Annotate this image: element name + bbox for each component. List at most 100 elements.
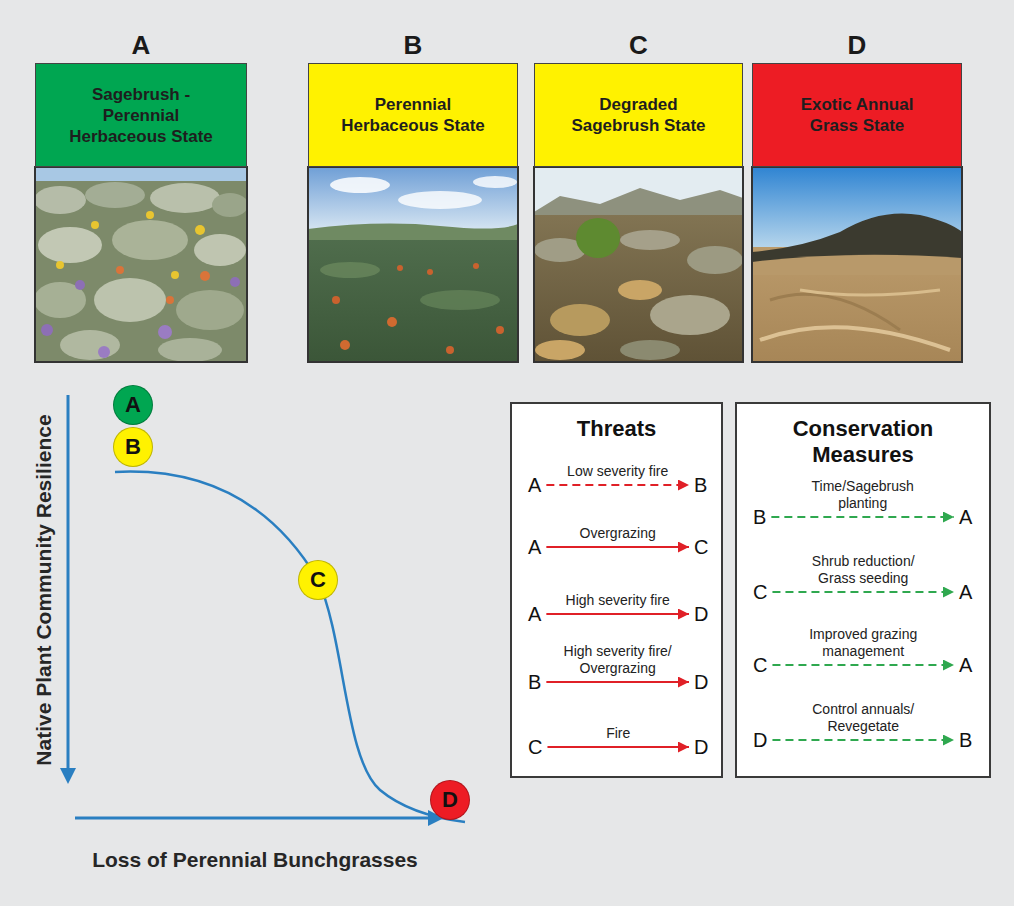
photo-sagebrush-perennial [34, 167, 248, 362]
state-letter: A [959, 653, 972, 677]
photo-perennial-herbaceous-part [397, 265, 403, 271]
photo-sagebrush-perennial-part [230, 277, 240, 287]
state-letter-text: D [694, 735, 708, 759]
photo-sagebrush-perennial-part [166, 296, 174, 304]
resilience-graph-part [115, 472, 465, 822]
transition-arrow [546, 681, 689, 683]
state-letter-text: B [959, 728, 972, 752]
state-letter-text: B [528, 670, 541, 694]
state-header: Perennial Herbaceous State [308, 63, 518, 167]
state-letter-text: A [528, 473, 541, 497]
state-letter-text: B [694, 473, 707, 497]
photo-degraded-sagebrush-part [550, 304, 610, 336]
resilience-graph-part [75, 817, 430, 820]
transition-arrow [772, 664, 954, 666]
state-circle: D [430, 780, 470, 820]
photo-sagebrush-perennial-part [212, 193, 248, 217]
photo-sagebrush-perennial-part [56, 261, 64, 269]
photo-sagebrush-perennial-part [194, 234, 246, 266]
photo-perennial-herbaceous-part [398, 191, 482, 209]
state-letter-text: D [694, 670, 708, 694]
photo-degraded-sagebrush-part [534, 188, 743, 215]
photo-exotic-annual-grass-part [800, 290, 940, 295]
transition-arrow [772, 591, 954, 593]
state-letter-text: A [959, 580, 972, 604]
state-letter: C [694, 535, 708, 559]
state-header: Degraded Sagebrush State [534, 63, 743, 167]
state-letter-text: C [753, 653, 767, 677]
photo-perennial-herbaceous [308, 167, 518, 362]
transition-label: High severity fire/ Overgrazing [543, 643, 693, 677]
state-letter-text: C [694, 535, 708, 559]
state-letter: C [528, 735, 542, 759]
photo-degraded-sagebrush-part [650, 295, 730, 335]
state-letter-text: A [528, 535, 541, 559]
transition-arrow [547, 746, 689, 748]
photo-degraded-sagebrush-part [687, 246, 743, 274]
box-title: Conservation Measures [737, 404, 989, 468]
state-letter-text: C [528, 735, 542, 759]
photo-sagebrush-perennial-part [34, 186, 86, 214]
box-ground [510, 402, 991, 778]
photo-sagebrush-perennial-part [35, 167, 247, 181]
state-letter-text: C [753, 580, 767, 604]
photo-perennial-herbaceous-part [330, 177, 390, 193]
state-panel: ASagebrush - Perennial Herbaceous State [35, 28, 247, 167]
panel-letter: D [752, 28, 962, 63]
state-letter: A [528, 473, 541, 497]
state-letter-text: D [694, 602, 708, 626]
photo-sagebrush-perennial-part [35, 167, 247, 362]
state-letter-text: A [959, 653, 972, 677]
panel-letter: A [35, 28, 247, 63]
transition-label: Low severity fire [543, 463, 693, 480]
photo-exotic-annual-grass-part [770, 294, 900, 330]
photo-exotic-annual-grass-part [760, 327, 950, 350]
axis-label: Loss of Perennial Bunchgrasses [92, 847, 418, 873]
photo-perennial-herbaceous-part [446, 346, 454, 354]
state-header: Sagebrush - Perennial Herbaceous State [35, 63, 247, 167]
state-letter: D [753, 728, 767, 752]
transition-label: High severity fire [543, 592, 693, 609]
state-letter: A [959, 505, 972, 529]
state-header: Exotic Annual Grass State [752, 63, 962, 167]
state-letter-text: B [753, 505, 766, 529]
state-letter: D [694, 670, 708, 694]
photo-perennial-herbaceous-part [473, 176, 517, 188]
photo-sagebrush-perennial-part [85, 182, 145, 208]
state-letter: A [528, 602, 541, 626]
photo-sagebrush-perennial-part [158, 338, 222, 362]
photo-sagebrush-perennial-part [116, 266, 124, 274]
photo-degraded-sagebrush-part [620, 230, 680, 250]
state-letter-text: A [959, 505, 972, 529]
photo-exotic-annual-grass-part [752, 213, 962, 262]
axis-label: Native Plant Community Resilience [31, 414, 57, 765]
transition-label: Overgrazing [543, 525, 693, 542]
photo-perennial-herbaceous-part [332, 296, 340, 304]
transition-label: Fire [543, 725, 693, 742]
photo-sagebrush-perennial-part [98, 346, 110, 358]
state-circle: A [113, 385, 153, 425]
transition-label: Improved grazing management [793, 626, 933, 660]
photo-sagebrush-perennial-part [38, 227, 102, 263]
photo-sagebrush-perennial-part [171, 271, 179, 279]
photo-perennial-herbaceous-part [308, 167, 518, 362]
state-letter: C [753, 580, 767, 604]
state-letter-text: A [528, 602, 541, 626]
photo-sagebrush-perennial-part [60, 330, 120, 360]
circle-letter: D [442, 787, 458, 813]
transition-label: Shrub reduction/ Grass seeding [793, 553, 933, 587]
state-letter: B [959, 728, 972, 752]
photo-degraded-sagebrush-part [576, 218, 620, 258]
transition-arrow [772, 739, 954, 741]
circle-letter: B [125, 434, 141, 460]
photo-exotic-annual-grass-part [752, 167, 962, 362]
photo-sagebrush-perennial-part [176, 290, 244, 330]
circle-letter: A [125, 392, 141, 418]
photo-exotic-annual-grass [752, 167, 962, 362]
edge-group [546, 485, 954, 747]
transition-arrow [546, 613, 689, 615]
photo-perennial-herbaceous-part [320, 262, 380, 278]
resilience-graph-part [67, 395, 70, 770]
photo-sagebrush-perennial-part [146, 211, 154, 219]
transition-arrow [546, 546, 689, 548]
